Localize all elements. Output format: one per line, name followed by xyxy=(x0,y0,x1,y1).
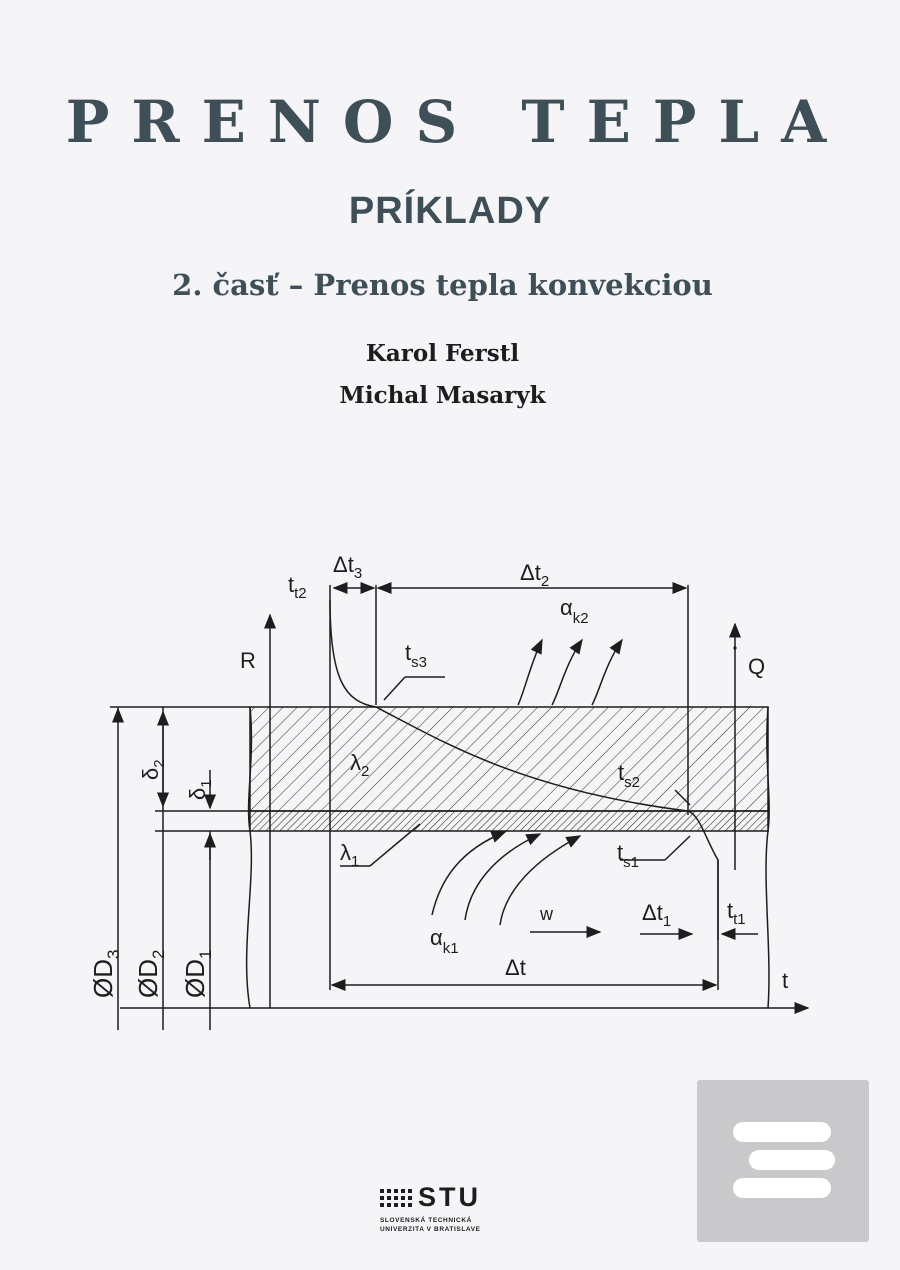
svg-text:ts3: ts3 xyxy=(405,640,427,671)
label-delta2: δ xyxy=(138,768,163,780)
diagram-labels: Δt3 Δt2 tt2 αk2 ts3 R Q λ2 ts2 λ1 ts1 αk… xyxy=(240,552,788,993)
label-dt1: Δt xyxy=(642,900,663,925)
label-delta2-sub: 2 xyxy=(151,759,168,767)
label-ts3: t xyxy=(405,640,411,665)
label-ts1-sub: s1 xyxy=(623,854,639,871)
label-tt2-sub: t2 xyxy=(294,585,307,602)
svg-text:ts2: ts2 xyxy=(618,760,640,791)
svg-text:tt1: tt1 xyxy=(727,898,746,928)
svg-text:ØD3: ØD3 xyxy=(88,950,123,998)
svg-text:Δt3: Δt3 xyxy=(333,552,362,582)
label-dt2: Δt xyxy=(520,560,541,585)
label-lambda2: λ xyxy=(350,750,361,775)
svg-text:Δt1: Δt1 xyxy=(642,900,671,930)
label-w: w xyxy=(539,904,554,924)
svg-text:ØD1: ØD1 xyxy=(180,950,215,998)
label-dt: Δt xyxy=(505,955,526,980)
stu-dots-icon xyxy=(380,1188,412,1207)
label-dt1-sub: 1 xyxy=(663,913,671,930)
svg-text:αk2: αk2 xyxy=(560,595,589,627)
label-D3: ØD xyxy=(88,959,118,998)
label-dt3: Δt xyxy=(333,552,354,577)
stu-line-1: SLOVENSKÁ TECHNICKÁ xyxy=(380,1217,472,1224)
label-t: t xyxy=(782,968,788,993)
axis-lines xyxy=(110,582,810,1030)
label-lambda1-sub: 1 xyxy=(351,853,359,870)
svg-text:ts1: ts1 xyxy=(617,840,639,871)
author-2: Michal Masaryk xyxy=(339,382,546,409)
label-ak1: α xyxy=(430,925,443,950)
label-lambda1: λ xyxy=(340,840,351,865)
label-R: R xyxy=(240,648,256,673)
label-D2: ØD xyxy=(133,959,163,998)
svg-text:αk1: αk1 xyxy=(430,925,459,957)
label-ts3-sub: s3 xyxy=(411,654,427,671)
stu-name: STU xyxy=(418,1182,481,1212)
label-tt2: t xyxy=(288,572,294,597)
label-ak2-sub: k2 xyxy=(573,610,589,627)
label-dt3-sub: 3 xyxy=(354,565,362,582)
label-delta1-sub: 1 xyxy=(198,779,215,787)
label-lambda2-sub: 2 xyxy=(361,763,369,780)
label-dt2-sub: 2 xyxy=(541,573,549,590)
svg-text:δ1: δ1 xyxy=(185,779,215,800)
stu-logo: STU SLOVENSKÁ TECHNICKÁ UNIVERZITA V BRA… xyxy=(380,1182,520,1234)
label-ak2: α xyxy=(560,595,573,620)
label-ts2-sub: s2 xyxy=(624,774,640,791)
label-tt1: t xyxy=(727,898,733,923)
label-D3-sub: 3 xyxy=(104,950,123,959)
label-D1: ØD xyxy=(180,959,210,998)
svg-text:λ1: λ1 xyxy=(340,840,359,870)
svg-text:Δt2: Δt2 xyxy=(520,560,549,590)
rotated-labels: δ2 δ1 ØD3 ØD2 ØD1 xyxy=(88,759,215,998)
heat-transfer-diagram: Δt3 Δt2 tt2 αk2 ts3 R Q λ2 ts2 λ1 ts1 αk… xyxy=(88,552,810,1030)
svg-text:ØD2: ØD2 xyxy=(133,950,168,998)
svg-text:tt2: tt2 xyxy=(288,572,307,602)
label-ts2: t xyxy=(618,760,624,785)
label-Q: Q xyxy=(748,654,765,679)
label-tt1-sub: t1 xyxy=(733,911,746,928)
book-icon[interactable] xyxy=(697,1080,869,1242)
wall-layers xyxy=(245,706,770,1009)
q-dot xyxy=(733,646,737,650)
label-D2-sub: 2 xyxy=(149,950,168,959)
book-subtitle: PRÍKLADY xyxy=(348,190,552,232)
label-ak1-sub: k1 xyxy=(443,940,459,957)
book-part: 2. časť – Prenos tepla konvekciou xyxy=(172,268,713,302)
label-ts1: t xyxy=(617,840,623,865)
svg-text:λ2: λ2 xyxy=(350,750,369,780)
stu-line-2: UNIVERZITA V BRATISLAVE xyxy=(380,1226,481,1233)
label-delta1: δ xyxy=(185,788,210,800)
svg-text:δ2: δ2 xyxy=(138,759,168,780)
author-1: Karol Ferstl xyxy=(365,340,520,367)
book-title: PRENOS TEPLA xyxy=(65,88,849,156)
label-D1-sub: 1 xyxy=(196,950,215,959)
